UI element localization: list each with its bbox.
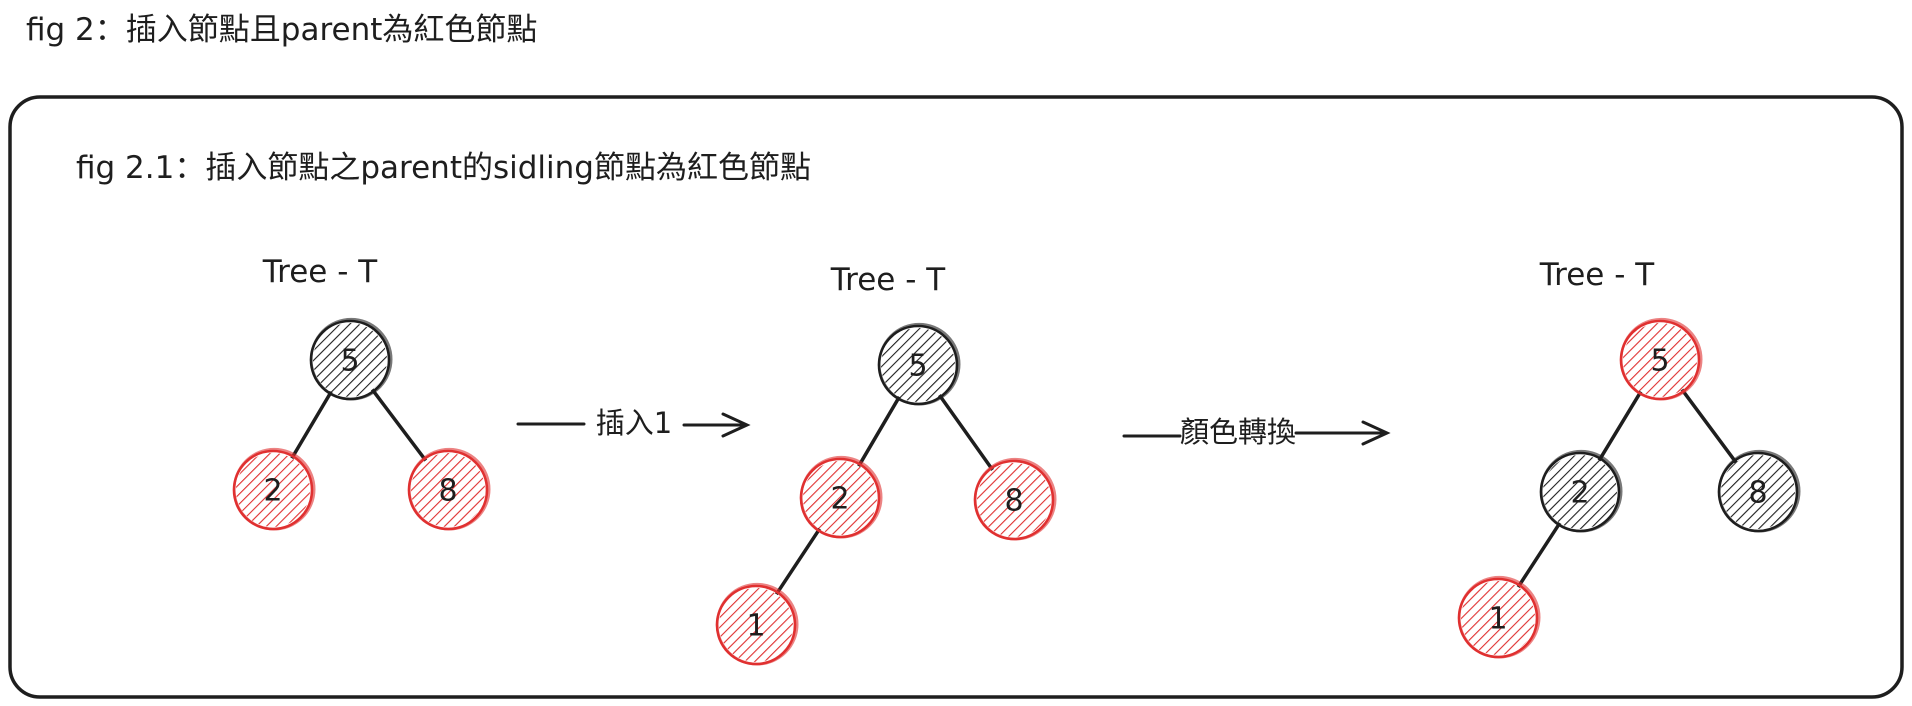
node-value: 2 (830, 482, 849, 517)
tree-2: 5 2 8 1 (715, 322, 1057, 666)
node-outline-sketch (407, 447, 491, 531)
node-outline-sketch (877, 322, 961, 406)
node-value: 8 (1748, 476, 1767, 511)
node-outline-sketch (973, 457, 1057, 541)
node-outline-sketch (1619, 317, 1703, 401)
tree-1-node-2-red: 2 (232, 447, 316, 531)
arrow-recolor-head (1361, 420, 1391, 446)
subfigure-title: fig 2.1：插入節點之parent的sidling節點為紅色節點 (76, 150, 811, 186)
tree-3-node-2-black: 2 (1539, 449, 1623, 533)
node-outline-sketch (1539, 449, 1623, 533)
node-fill (1461, 581, 1535, 655)
node-fill (1623, 323, 1697, 397)
tree-1-edge-5-2 (289, 388, 334, 462)
tree-2-edge-2-1 (773, 525, 823, 598)
node-outline-sketch (1717, 449, 1801, 533)
arrow-insert-head (721, 412, 751, 438)
node-value: 5 (1650, 344, 1669, 379)
arrow-recolor-label: 顏色轉換 (1180, 415, 1296, 449)
tree-label-3: Tree - T (1539, 257, 1655, 293)
node-outline-sketch (1457, 575, 1541, 659)
tree-2-edge-5-8 (936, 391, 996, 474)
node-fill (803, 461, 877, 535)
tree-3-edge-2-1 (1515, 519, 1563, 591)
node-fill (881, 328, 955, 402)
tree-3-node-1-red: 1 (1457, 575, 1541, 659)
tree-1: 5 2 8 (232, 317, 491, 531)
node-fill (411, 453, 485, 527)
node-value: 2 (1570, 476, 1589, 511)
tree-2-node-5-black: 5 (877, 322, 961, 406)
tree-3-edge-5-8 (1679, 386, 1739, 466)
arrow-insert-label: 插入1 (596, 406, 672, 440)
arrow-insert: 插入1 (516, 406, 751, 440)
node-fill (1721, 455, 1795, 529)
tree-3-node-8-black: 8 (1717, 449, 1801, 533)
node-outline-sketch (232, 447, 316, 531)
tree-label-1: Tree - T (262, 254, 378, 290)
node-value: 8 (438, 474, 457, 509)
node-fill (977, 463, 1051, 537)
tree-label-2: Tree - T (830, 262, 946, 298)
trees-layer: 5 2 8 5 2 8 1 5 2 8 1 (232, 317, 1801, 666)
node-outline-sketch (715, 582, 799, 666)
tree-2-node-2-red: 2 (799, 455, 883, 539)
tree-3-node-5-red: 5 (1619, 317, 1703, 401)
node-outline-sketch (799, 455, 883, 539)
node-fill (313, 323, 387, 397)
node-value: 8 (1004, 484, 1023, 519)
node-value: 1 (746, 609, 765, 644)
tree-3-edge-5-2 (1596, 388, 1644, 464)
tree-3: 5 2 8 1 (1457, 317, 1801, 659)
figure-frame (8, 95, 1904, 699)
node-fill (1543, 455, 1617, 529)
figure-title: fig 2：插入節點且parent為紅色節點 (26, 12, 537, 48)
tree-1-node-5-black: 5 (309, 317, 393, 401)
node-value: 5 (340, 344, 359, 379)
node-value: 2 (263, 474, 282, 509)
tree-1-node-8-red: 8 (407, 447, 491, 531)
node-fill (719, 588, 793, 662)
arrow-recolor: 顏色轉換 (1122, 415, 1391, 449)
tree-2-node-8-red: 8 (973, 457, 1057, 541)
node-value: 5 (908, 349, 927, 384)
tree-1-edge-5-8 (369, 386, 429, 464)
tree-2-edge-5-2 (855, 393, 903, 470)
node-value: 1 (1488, 602, 1507, 637)
node-fill (236, 453, 310, 527)
node-outline-sketch (309, 317, 393, 401)
tree-2-node-1-red: 1 (715, 582, 799, 666)
